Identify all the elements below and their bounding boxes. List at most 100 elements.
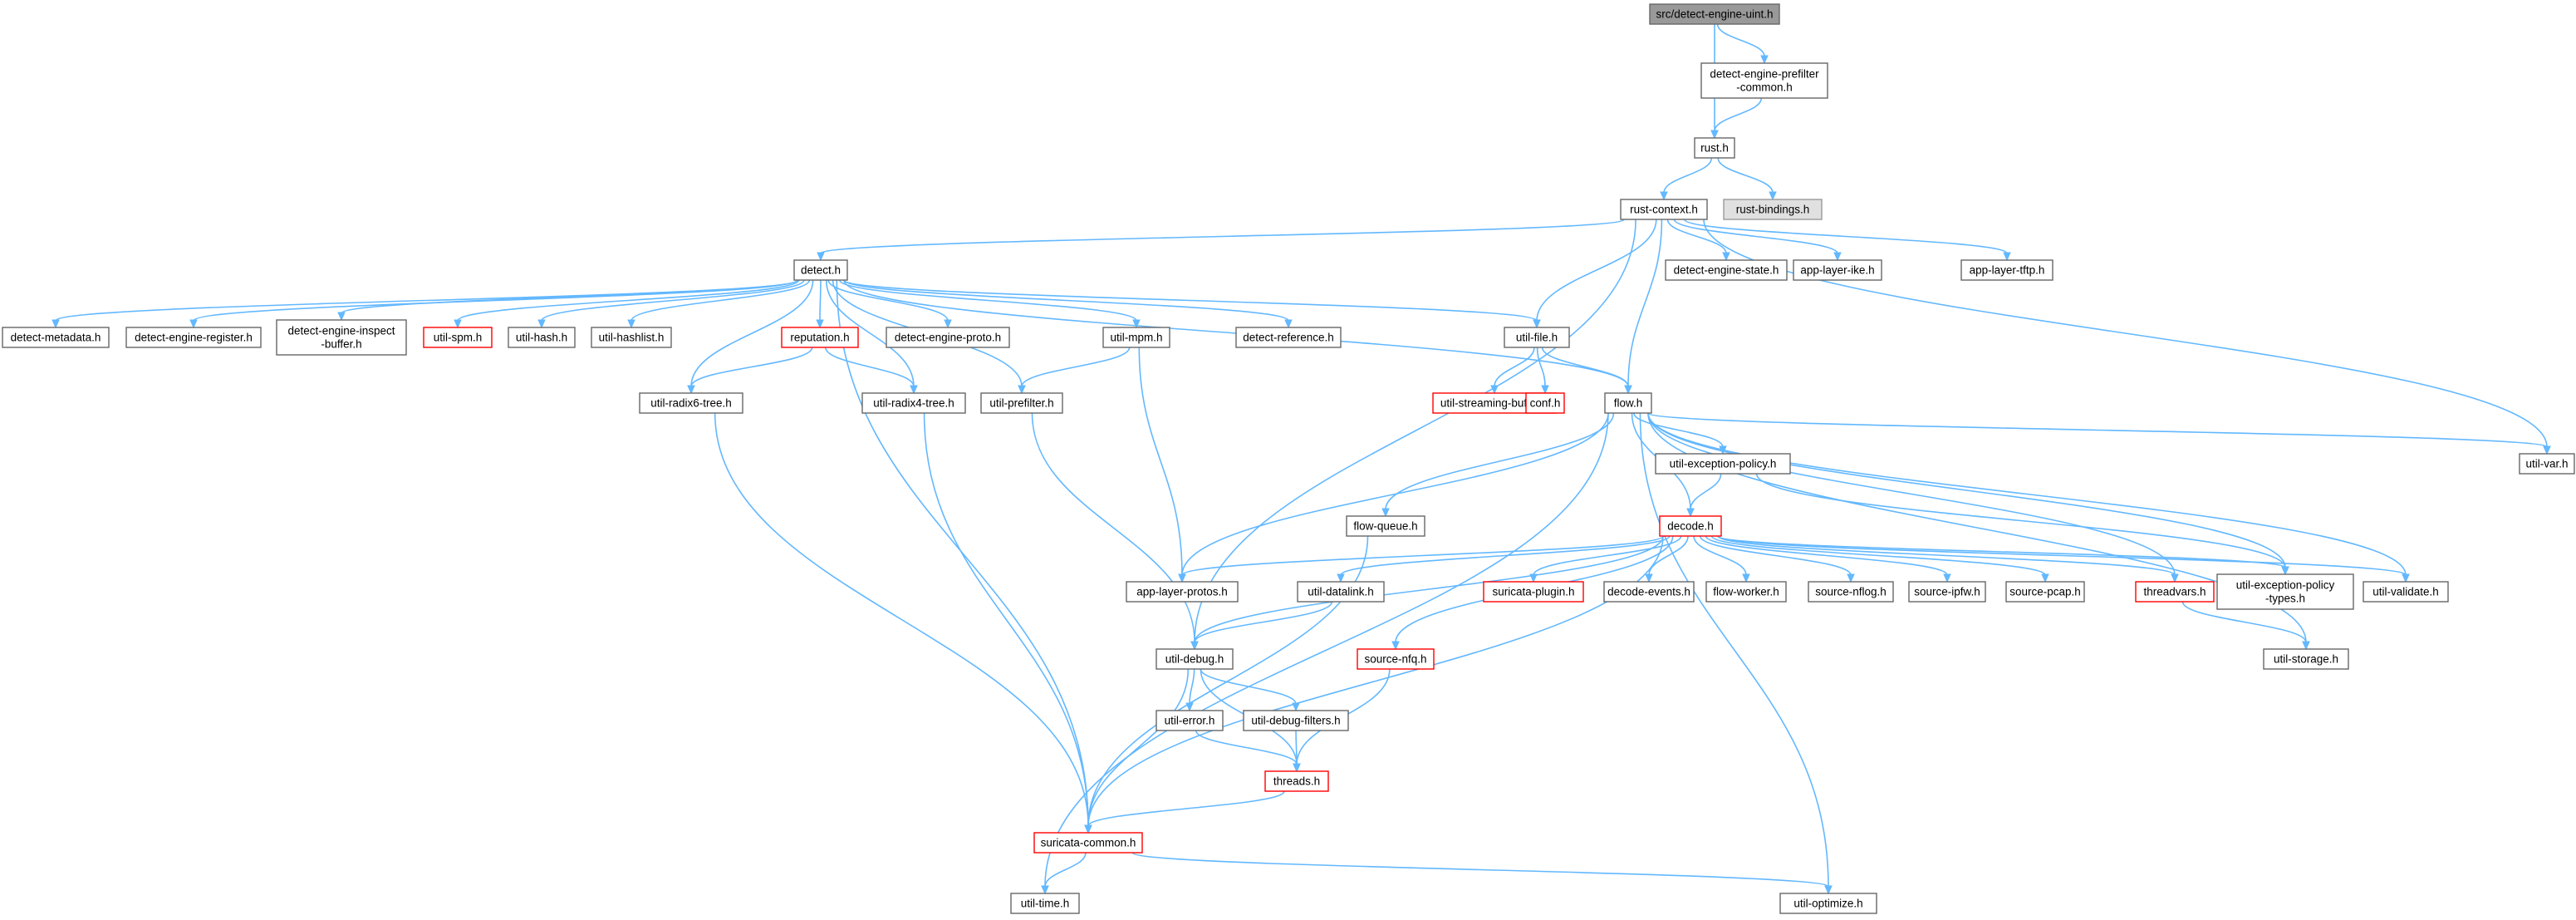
node-box	[1604, 392, 1652, 414]
edge-util-radix4-tree-to-suricata-common	[923, 412, 1092, 834]
edge-line	[631, 279, 811, 322]
node-detect-engine-inspect-buffer[interactable]: detect-engine-inspect-buffer.h	[276, 319, 407, 356]
edge-decode-to-util-validate	[1717, 535, 2410, 583]
node-util-prefilter[interactable]: util-prefilter.h	[980, 392, 1063, 414]
node-source-pcap[interactable]: source-pcap.h	[2005, 581, 2085, 603]
node-decode[interactable]: decode.h	[1659, 515, 1722, 537]
node-label: util-spm.h	[434, 332, 483, 344]
node-threads[interactable]: threads.h	[1264, 770, 1329, 792]
node-rust-context[interactable]: rust-context.h	[1620, 199, 1708, 220]
edge-line	[1690, 473, 1722, 510]
node-label: detect-engine-prefilter	[1710, 68, 1819, 81]
node-util-hashlist[interactable]: util-hashlist.h	[591, 327, 672, 348]
node-detect-engine-prefilter-common[interactable]: detect-engine-prefilter-common.h	[1700, 62, 1828, 99]
node-src-detect-engine-uint[interactable]: src/detect-engine-uint.h	[1649, 3, 1780, 25]
node-label: -buffer.h	[321, 338, 361, 351]
node-source-ipfw[interactable]: source-ipfw.h	[1908, 581, 1986, 603]
edge-arrowhead	[454, 319, 462, 329]
edge-arrowhead	[1185, 702, 1194, 712]
node-decode-events[interactable]: decode-events.h	[1603, 581, 1695, 603]
node-source-nfq[interactable]: source-nfq.h	[1357, 648, 1435, 670]
node-util-exception-policy-types[interactable]: util-exception-policy-types.h	[2216, 573, 2354, 610]
node-flow[interactable]: flow.h	[1604, 392, 1652, 414]
edge-arrowhead	[944, 319, 952, 329]
edge-rust-context-to-detect-engine-state	[1666, 219, 1730, 262]
edge-arrowhead	[817, 252, 825, 262]
node-reputation[interactable]: reputation.h	[781, 327, 859, 348]
node-util-optimize[interactable]: util-optimize.h	[1779, 893, 1877, 914]
node-util-spm[interactable]: util-spm.h	[423, 327, 493, 348]
edge-rust-context-to-flow	[1624, 219, 1663, 395]
node-app-layer-protos[interactable]: app-layer-protos.h	[1126, 581, 1239, 603]
edge-flow-to-util-optimize	[1639, 412, 1833, 895]
nodes-layer: src/detect-engine-uint.h detect-engine-pr…	[2, 3, 2575, 914]
node-util-time[interactable]: util-time.h	[1010, 893, 1080, 914]
node-label: util-debug.h	[1165, 653, 1224, 666]
node-box	[1483, 581, 1584, 603]
node-box	[1156, 710, 1224, 731]
node-detect-engine-register[interactable]: detect-engine-register.h	[125, 327, 262, 348]
edge-line	[1087, 790, 1285, 827]
edge-decode-to-source-pcap	[1710, 535, 2049, 583]
node-box	[1655, 453, 1791, 475]
node-flow-worker[interactable]: flow-worker.h	[1705, 581, 1787, 603]
node-flow-queue[interactable]: flow-queue.h	[1346, 515, 1425, 537]
edge-line	[1044, 412, 1609, 888]
node-label: threadvars.h	[2143, 586, 2206, 598]
edge-arrowhead	[1490, 385, 1499, 395]
edge-line	[1189, 668, 1195, 705]
node-box	[1156, 648, 1234, 670]
node-conf[interactable]: conf.h	[1525, 392, 1565, 414]
node-util-exception-policy[interactable]: util-exception-policy.h	[1655, 453, 1791, 475]
node-util-storage[interactable]: util-storage.h	[2263, 648, 2349, 670]
node-util-debug-filters[interactable]: util-debug-filters.h	[1243, 710, 1349, 731]
edge-line	[1716, 23, 1765, 57]
edge-line	[1194, 219, 1636, 643]
node-label: util-validate.h	[2372, 586, 2439, 598]
node-util-radix6-tree[interactable]: util-radix6-tree.h	[639, 392, 743, 414]
node-threadvars[interactable]: threadvars.h	[2135, 581, 2215, 603]
node-label: util-radix4-tree.h	[873, 397, 954, 410]
edge-line	[1627, 219, 1663, 387]
node-suricata-plugin[interactable]: suricata-plugin.h	[1483, 581, 1584, 603]
node-util-debug[interactable]: util-debug.h	[1156, 648, 1234, 670]
node-app-layer-ike[interactable]: app-layer-ike.h	[1793, 259, 1882, 281]
edge-arrowhead	[1541, 385, 1549, 395]
node-rust-bindings[interactable]: rust-bindings.h	[1723, 199, 1823, 220]
node-label: detect.h	[801, 264, 841, 277]
node-detect[interactable]: detect.h	[793, 259, 848, 281]
node-util-var[interactable]: util-var.h	[2519, 453, 2575, 475]
edge-line	[1673, 219, 1838, 254]
edge-arrowhead	[1943, 573, 1951, 583]
node-label: util-optimize.h	[1793, 898, 1862, 910]
edge-line	[820, 219, 1625, 254]
edge-line	[55, 279, 798, 322]
edge-line	[1340, 535, 1671, 576]
edge-arrowhead	[1178, 573, 1186, 583]
node-detect-metadata[interactable]: detect-metadata.h	[2, 327, 110, 348]
node-rust[interactable]: rust.h	[1694, 137, 1735, 159]
node-source-nflog[interactable]: source-nflog.h	[1808, 581, 1894, 603]
node-suricata-common[interactable]: suricata-common.h	[1033, 832, 1143, 854]
node-box	[781, 327, 859, 348]
node-util-radix4-tree[interactable]: util-radix4-tree.h	[861, 392, 966, 414]
node-detect-engine-proto[interactable]: detect-engine-proto.h	[886, 327, 1010, 348]
node-util-validate[interactable]: util-validate.h	[2363, 581, 2449, 603]
node-app-layer-tftp[interactable]: app-layer-tftp.h	[1960, 259, 2053, 281]
node-label: util-mpm.h	[1110, 332, 1162, 344]
node-detect-engine-state[interactable]: detect-engine-state.h	[1665, 259, 1788, 281]
node-label: app-layer-ike.h	[1800, 264, 1874, 277]
node-util-mpm[interactable]: util-mpm.h	[1102, 327, 1170, 348]
edge-threads-to-suricata-common	[1084, 790, 1285, 834]
node-box	[1723, 199, 1823, 220]
edge-line	[1087, 668, 1190, 827]
node-box	[1700, 62, 1828, 99]
edge-decode-to-app-layer-protos	[1178, 535, 1664, 583]
node-util-file[interactable]: util-file.h	[1504, 327, 1570, 348]
node-box	[1235, 327, 1342, 348]
node-box	[1649, 3, 1780, 25]
node-util-datalink[interactable]: util-datalink.h	[1297, 581, 1385, 603]
node-util-hash[interactable]: util-hash.h	[508, 327, 576, 348]
node-detect-reference[interactable]: detect-reference.h	[1235, 327, 1342, 348]
node-util-error[interactable]: util-error.h	[1156, 710, 1224, 731]
